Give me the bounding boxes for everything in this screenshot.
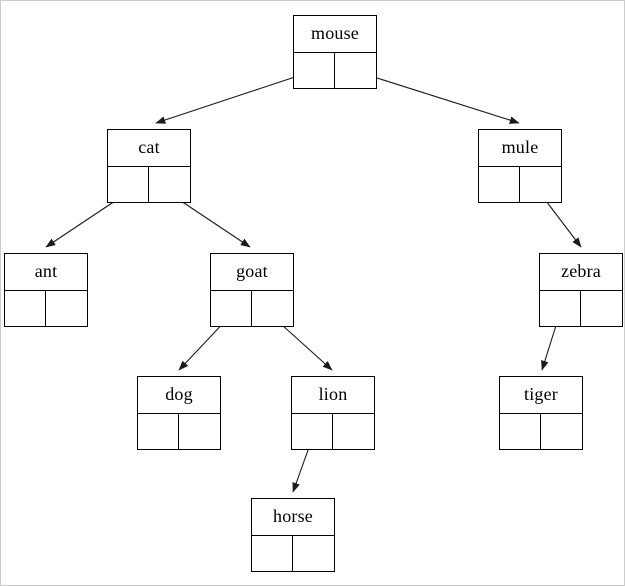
right-pointer-cell-horse[interactable] [293,536,334,571]
tree-node-mouse[interactable]: mouse [293,15,377,89]
node-pointers-cat [108,167,190,202]
left-pointer-cell-lion[interactable] [292,414,333,449]
node-label-horse: horse [252,499,334,536]
node-label-mule: mule [479,130,561,167]
tree-node-zebra[interactable]: zebra [539,253,623,327]
tree-node-horse[interactable]: horse [251,498,335,572]
node-label-lion: lion [292,377,374,414]
node-label-cat: cat [108,130,190,167]
tree-node-goat[interactable]: goat [210,253,294,327]
left-pointer-cell-ant[interactable] [5,291,46,326]
right-pointer-cell-dog[interactable] [179,414,220,449]
tree-node-lion[interactable]: lion [291,376,375,450]
left-pointer-cell-mouse[interactable] [294,53,335,88]
node-pointers-mule [479,167,561,202]
tree-node-cat[interactable]: cat [107,129,191,203]
right-pointer-cell-zebra[interactable] [581,291,622,326]
tree-node-mule[interactable]: mule [478,129,562,203]
left-pointer-cell-dog[interactable] [138,414,179,449]
left-pointer-cell-zebra[interactable] [540,291,581,326]
node-label-dog: dog [138,377,220,414]
left-pointer-cell-tiger[interactable] [500,414,541,449]
node-pointers-ant [5,291,87,326]
tree-node-ant[interactable]: ant [4,253,88,327]
node-label-tiger: tiger [500,377,582,414]
right-pointer-cell-tiger[interactable] [541,414,582,449]
node-pointers-lion [292,414,374,449]
node-pointers-tiger [500,414,582,449]
node-pointers-dog [138,414,220,449]
node-label-ant: ant [5,254,87,291]
right-pointer-cell-mule[interactable] [520,167,561,202]
right-pointer-cell-mouse[interactable] [335,53,376,88]
node-pointers-zebra [540,291,622,326]
right-pointer-cell-goat[interactable] [252,291,293,326]
tree-edge-mouse-to-mule [354,70,520,124]
tree-node-tiger[interactable]: tiger [499,376,583,450]
node-pointers-goat [211,291,293,326]
node-label-zebra: zebra [540,254,622,291]
node-label-mouse: mouse [294,16,376,53]
right-pointer-cell-cat[interactable] [149,167,190,202]
node-pointers-mouse [294,53,376,88]
tree-edge-mouse-to-cat [155,70,314,124]
left-pointer-cell-mule[interactable] [479,167,520,202]
left-pointer-cell-horse[interactable] [252,536,293,571]
left-pointer-cell-goat[interactable] [211,291,252,326]
right-pointer-cell-lion[interactable] [333,414,374,449]
node-label-goat: goat [211,254,293,291]
node-pointers-horse [252,536,334,571]
right-pointer-cell-ant[interactable] [46,291,87,326]
left-pointer-cell-cat[interactable] [108,167,149,202]
tree-node-dog[interactable]: dog [137,376,221,450]
